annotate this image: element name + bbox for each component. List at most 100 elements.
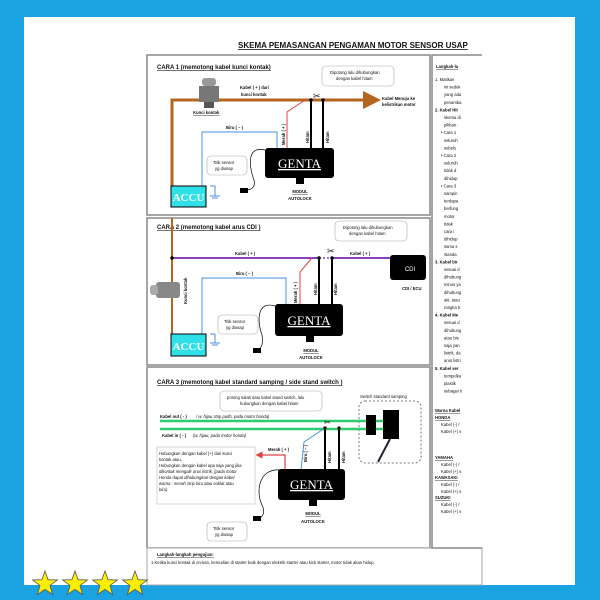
genta-module (278, 469, 345, 500)
brand-line: Kabel (+) s (441, 469, 461, 474)
side-line: yang ada (444, 92, 462, 97)
note-line: dikontak mengalir arus listrik, (pada mo… (159, 469, 237, 474)
cdi-unit (390, 255, 426, 280)
biru-label: Biru ( – ) (303, 444, 308, 462)
side-line: terdapa (444, 199, 459, 204)
side-line: standa (444, 252, 457, 257)
merah-label: Merah ( + ) (268, 447, 290, 452)
side-line: sama s (444, 244, 458, 249)
red-wire (286, 99, 306, 150)
cara-1-header: CARA 1 (memotong kabel kunci kontak) (157, 65, 271, 71)
side-line: 2. Kabel Hit (435, 107, 458, 112)
side-line: saja yan (444, 343, 460, 348)
black-wires (310, 100, 324, 150)
side-line: dihubung (444, 328, 462, 333)
side-line: listrik, da (444, 351, 461, 356)
side-line: • Cara 3 (441, 183, 457, 188)
connection-note: Hubungkan dengan kabel (+) dari kunci ko… (159, 451, 242, 492)
brand-line: Kabel (-) / (441, 462, 460, 467)
kabel-plus-label-2: kunci kontak (241, 92, 267, 97)
side-line: cara i (444, 229, 454, 234)
cara-3-header: CARA 3 (memotong kabel standard samping … (157, 380, 342, 386)
cut-callout-text: Dipotong lalu dihubungkan (343, 225, 393, 230)
side-line: atau bis (444, 335, 459, 340)
to-motor-label: Kabel Menuju ke (382, 96, 416, 101)
pengujian-header: Langkah-langkah pengujian: (157, 552, 214, 557)
sensor-icon (240, 188, 248, 193)
note-line: biru) (159, 487, 168, 492)
autolock-label: AUTOLOCK (301, 519, 325, 524)
panel-cara-2: CARA 2 (memotong kabel arus CDI ) Kunci … (146, 217, 431, 366)
side-line: ini sedek (444, 85, 461, 90)
merah-label: Merah ( + ) (293, 281, 298, 303)
brand-line: Kabel (+) s (441, 429, 461, 434)
warna-kabel-header: Warna Kabel (435, 408, 460, 413)
sensor-callout-text-2: yg diusap (215, 532, 234, 537)
genta-label: GENTA (290, 477, 334, 492)
side-line: dihubung (444, 290, 462, 295)
hitam-label-2: Hitam (341, 451, 346, 463)
accu-battery (170, 333, 207, 357)
hitam-label: Hitam (327, 451, 332, 463)
star-icon (91, 569, 119, 596)
biru-label: Biru ( – ) (226, 125, 244, 130)
side-line: sebelu (444, 145, 457, 150)
kabel-plus-label: Kabel ( + ) dari (240, 85, 269, 90)
side-line: dihidup (444, 237, 458, 242)
ignition-key-icon (199, 78, 219, 108)
genta-module (275, 304, 343, 336)
brand-name: SUZUKI (435, 495, 451, 500)
scissors-icon: ✂ (327, 246, 335, 256)
star-icon (121, 569, 149, 596)
side-line: minus ya (444, 282, 461, 287)
cut-callout-text-2: hubungkan dengan kabel hitam (240, 401, 299, 406)
document-title: SKEMA PEMASANGAN PENGAMAN MOTOR SENSOR U… (238, 41, 468, 50)
side-line: tidak d (444, 168, 457, 173)
side-stand-switch (366, 415, 376, 435)
sensor-callout-text: Titik sensor (213, 160, 235, 165)
ground-icon (210, 333, 220, 346)
modul-label: MODUL (303, 348, 319, 353)
side-line: tidak (444, 221, 454, 226)
note-line: kontak atau, (159, 457, 182, 462)
side-line: • Cara 1 (441, 130, 457, 135)
to-motor-label-2: kelistrikan motor (382, 102, 416, 107)
sensor-callout-text: Titik sensor (224, 319, 246, 324)
genta-label: GENTA (278, 156, 322, 171)
note-line: Hubungkan dengan kabel apa saja yang jik… (159, 463, 242, 468)
note-line: Hubungkan dengan kabel (+) dari kunci (159, 451, 232, 456)
kabel-in-note: (w. hijau, pada motor honda) (193, 433, 247, 438)
scissors-icon: ✂ (324, 418, 331, 427)
sensor-callout-text: Titik sensor (213, 526, 235, 531)
side-line: dihidup (444, 176, 458, 181)
side-line: sebagai ti (444, 389, 462, 394)
brand-name: KAWASAKI (435, 475, 458, 480)
note-line: Honda dapat dihubungkan dengan kabel (159, 475, 236, 480)
note-line: warna : merah strip biru atau coklat ata… (159, 481, 234, 486)
scissors-icon: ✂ (313, 91, 321, 101)
kabel-out-label: Kabel out ( - ) (160, 414, 187, 419)
cut-callout (321, 65, 395, 87)
switch-label: Switch standard samping (360, 394, 407, 399)
merah-label: Merah ( + ) (281, 123, 286, 145)
ground-icon (210, 185, 220, 199)
kunci-kontak-label: Kunci kontak (183, 277, 188, 304)
brand-name: HONDA (435, 415, 450, 420)
side-line: berfung (444, 206, 459, 211)
cut-callout-text-2: dengan kabel hitam (336, 76, 373, 81)
cut-callout-text: potong salah satu kabel stand switch, la… (227, 395, 305, 400)
side-line: dihubung (444, 275, 462, 280)
side-line: 3. Kabel bir (435, 259, 458, 264)
side-line: plastik (444, 381, 457, 386)
brand-line: Kabel (-) / (441, 422, 460, 427)
brand-line: Kabel (+) s (441, 489, 461, 494)
sensor-callout-text-2: yg diusap (215, 166, 234, 171)
side-line: penamba (444, 100, 462, 105)
autolock-label: AUTOLOCK (299, 355, 323, 360)
side-line: sesuai d (444, 320, 460, 325)
blue-wire (201, 131, 278, 186)
hitam-label-2: Hitam (333, 283, 338, 295)
